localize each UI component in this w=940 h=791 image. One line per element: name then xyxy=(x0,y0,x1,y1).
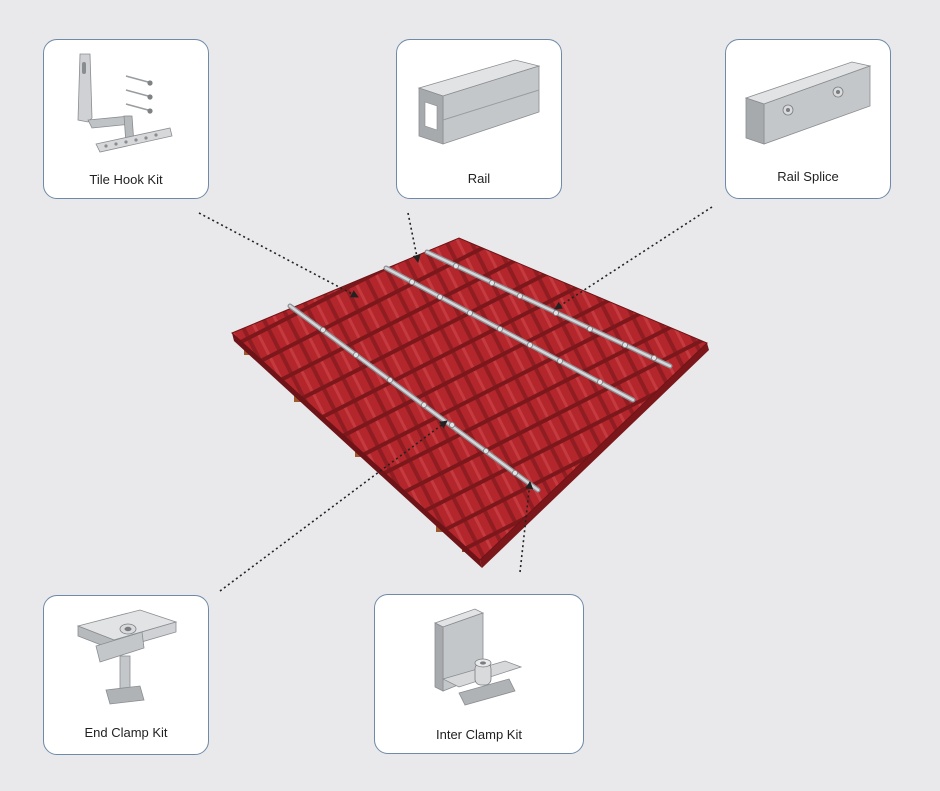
end-clamp-kit-card: End Clamp Kit xyxy=(43,595,209,755)
leader-rail-splice xyxy=(554,206,713,310)
leader-end-clamp xyxy=(219,420,448,592)
roof-edge xyxy=(232,333,482,568)
roof-tiles xyxy=(232,238,707,560)
rails xyxy=(287,249,673,493)
inter-clamp-kit-icon xyxy=(433,608,523,706)
rail-label: Rail xyxy=(467,171,491,186)
inter-clamp-kit-card: Inter Clamp Kit xyxy=(374,594,584,754)
leader-inter-clamp xyxy=(519,481,534,573)
end-clamp-kit-icon xyxy=(76,609,178,705)
tile-hook-kit-icon xyxy=(77,53,173,153)
rail-splice-icon xyxy=(744,61,872,145)
rail-splice-label: Rail Splice xyxy=(777,169,839,184)
tile-hook-kit-label: Tile Hook Kit xyxy=(89,172,163,187)
inter-clamp-kit-label: Inter Clamp Kit xyxy=(436,727,522,742)
leader-rail xyxy=(407,212,421,263)
tile-hook-kit-card: Tile Hook Kit xyxy=(43,39,209,199)
leader-lines xyxy=(198,206,713,592)
end-clamp-kit-label: End Clamp Kit xyxy=(84,725,168,740)
rail-icon xyxy=(417,59,541,145)
clamps-on-rails xyxy=(319,262,658,476)
leader-tile-hook xyxy=(198,212,359,298)
rail-card: Rail xyxy=(396,39,562,199)
rail-splice-card: Rail Splice xyxy=(725,39,891,199)
